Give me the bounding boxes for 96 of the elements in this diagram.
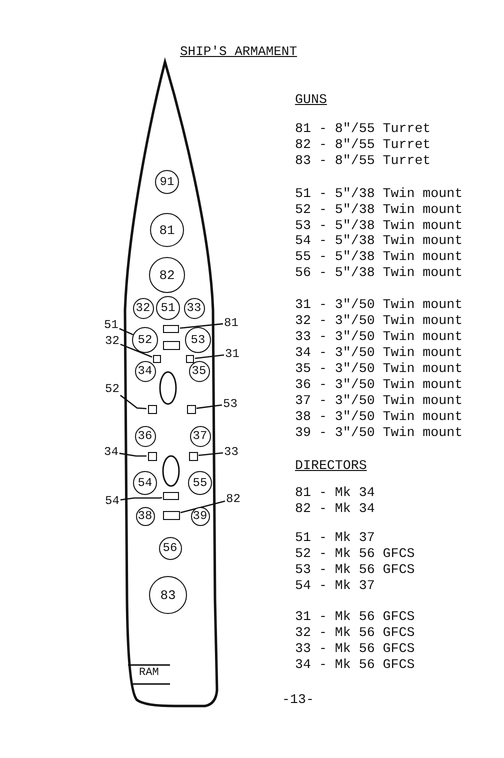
leader-line [120, 344, 152, 358]
list-item: 32 - 3"/50 Twin mount [295, 314, 463, 328]
gun-mount-circle [149, 257, 185, 293]
mount-number: 32 [136, 302, 150, 314]
director-box [148, 452, 156, 460]
mount-number: 51 [160, 302, 176, 314]
page-number: -13- [282, 693, 314, 706]
director-number: 34 [104, 446, 118, 458]
gun-mount-circle [134, 426, 156, 446]
director-box [186, 404, 196, 414]
list-item: 31 - Mk 56 GFCS [295, 610, 415, 624]
mount-number: 34 [138, 365, 152, 377]
list-item: 81 - Mk 34 [295, 486, 375, 500]
mount-number: 35 [192, 365, 206, 377]
director-box [163, 325, 179, 333]
mount-number: 37 [192, 430, 208, 442]
gun-mount-circle [185, 327, 211, 353]
gun-mount-circle [188, 360, 210, 382]
director-box [162, 340, 180, 350]
list-item: 54 - 5"/38 Twin mount [295, 234, 463, 248]
list-item: 53 - Mk 56 GFCS [295, 563, 415, 576]
mount-number: 55 [192, 477, 208, 489]
leader-line [120, 394, 147, 410]
list-item: 38 - 3"/50 Twin mount [295, 410, 463, 424]
director-box [163, 492, 179, 500]
list-item: 33 - Mk 56 GFCS [295, 642, 415, 656]
gun-mount-circle [150, 213, 184, 247]
director-number: 31 [225, 348, 240, 360]
director-box [188, 452, 198, 460]
page-title: SHIP'S ARMAMENT [180, 45, 298, 58]
gun-mount-circle [133, 471, 157, 495]
list-item: 34 - Mk 56 GFCS [295, 658, 415, 672]
list-item: 33 - 3"/50 Twin mount [295, 330, 463, 344]
list-item: 36 - 3"/50 Twin mount [295, 378, 463, 392]
list-item: 39 - 3"/50 Twin mount [295, 426, 463, 440]
gun-mount-circle [184, 298, 204, 318]
leader-line [196, 404, 222, 409]
director-number: 51 [104, 319, 118, 331]
mount-number: 54 [138, 477, 152, 489]
director-number: 82 [226, 493, 240, 505]
mount-number: 56 [162, 542, 178, 554]
list-item: 52 - Mk 56 GFCS [295, 547, 415, 560]
gun-mount-circle [190, 426, 210, 446]
mount-number: 33 [186, 302, 202, 314]
leader-line [198, 452, 224, 456]
leader-line [120, 496, 162, 501]
gun-mount-circle [158, 536, 182, 560]
director-number: 53 [223, 398, 238, 410]
list-item: 51 - Mk 37 [295, 531, 375, 544]
list-item: 81 - 8"/55 Turret [295, 122, 431, 136]
section-heading: GUNS [295, 93, 327, 106]
list-item: 34 - 3"/50 Twin mount [295, 346, 463, 360]
list-item: 53 - 5"/38 Twin mount [295, 219, 463, 232]
mount-number: 91 [160, 176, 174, 188]
gun-mount-circle [188, 471, 212, 495]
director-box [153, 355, 161, 363]
list-item: 51 - 5"/38 Twin mount [295, 187, 463, 200]
mount-number: 38 [138, 510, 152, 522]
director-box [148, 404, 156, 414]
mount-number: 36 [138, 430, 152, 442]
list-item: 56 - 5"/38 Twin mount [295, 266, 463, 280]
ram-label: RAM [139, 668, 159, 679]
list-item: 37 - 3"/50 Twin mount [295, 394, 463, 408]
director-number: 81 [224, 317, 238, 329]
director-number: 52 [105, 383, 120, 395]
director-number: 33 [224, 446, 238, 458]
mount-number: 52 [138, 334, 152, 346]
gun-mount-circle [190, 506, 210, 526]
director-number: 32 [105, 335, 120, 347]
list-item: 55 - 5"/38 Twin mount [295, 250, 463, 264]
list-item: 35 - 3"/50 Twin mount [295, 362, 463, 376]
list-item: 32 - Mk 56 GFCS [295, 626, 415, 640]
gun-mount-circle [155, 170, 179, 194]
list-item: 82 - Mk 34 [295, 502, 375, 516]
gun-mount-circle [132, 327, 158, 353]
list-item: 31 - 3"/50 Twin mount [295, 298, 463, 312]
list-item: 82 - 8"/55 Turret [295, 138, 431, 152]
gun-mount-circle [149, 576, 187, 614]
leader-line [119, 328, 134, 336]
director-number: 54 [105, 495, 120, 507]
gun-mount-circle [132, 298, 154, 318]
section-heading: DIRECTORS [295, 459, 367, 472]
leader-line [119, 452, 146, 457]
mount-number: 53 [190, 334, 206, 346]
gun-mount-circle [156, 296, 180, 320]
mount-number: 82 [159, 268, 175, 282]
gun-mount-circle [134, 360, 156, 382]
list-item: 83 - 8"/55 Turret [295, 154, 431, 168]
list-item: 54 - Mk 37 [295, 579, 375, 592]
gun-mount-circle [136, 506, 154, 526]
mount-number: 83 [160, 588, 176, 602]
director-box [162, 510, 180, 520]
mount-number: 81 [159, 224, 175, 236]
mount-number: 39 [192, 510, 208, 522]
director-box [186, 355, 194, 363]
list-item: 52 - 5"/38 Twin mount [295, 203, 463, 216]
